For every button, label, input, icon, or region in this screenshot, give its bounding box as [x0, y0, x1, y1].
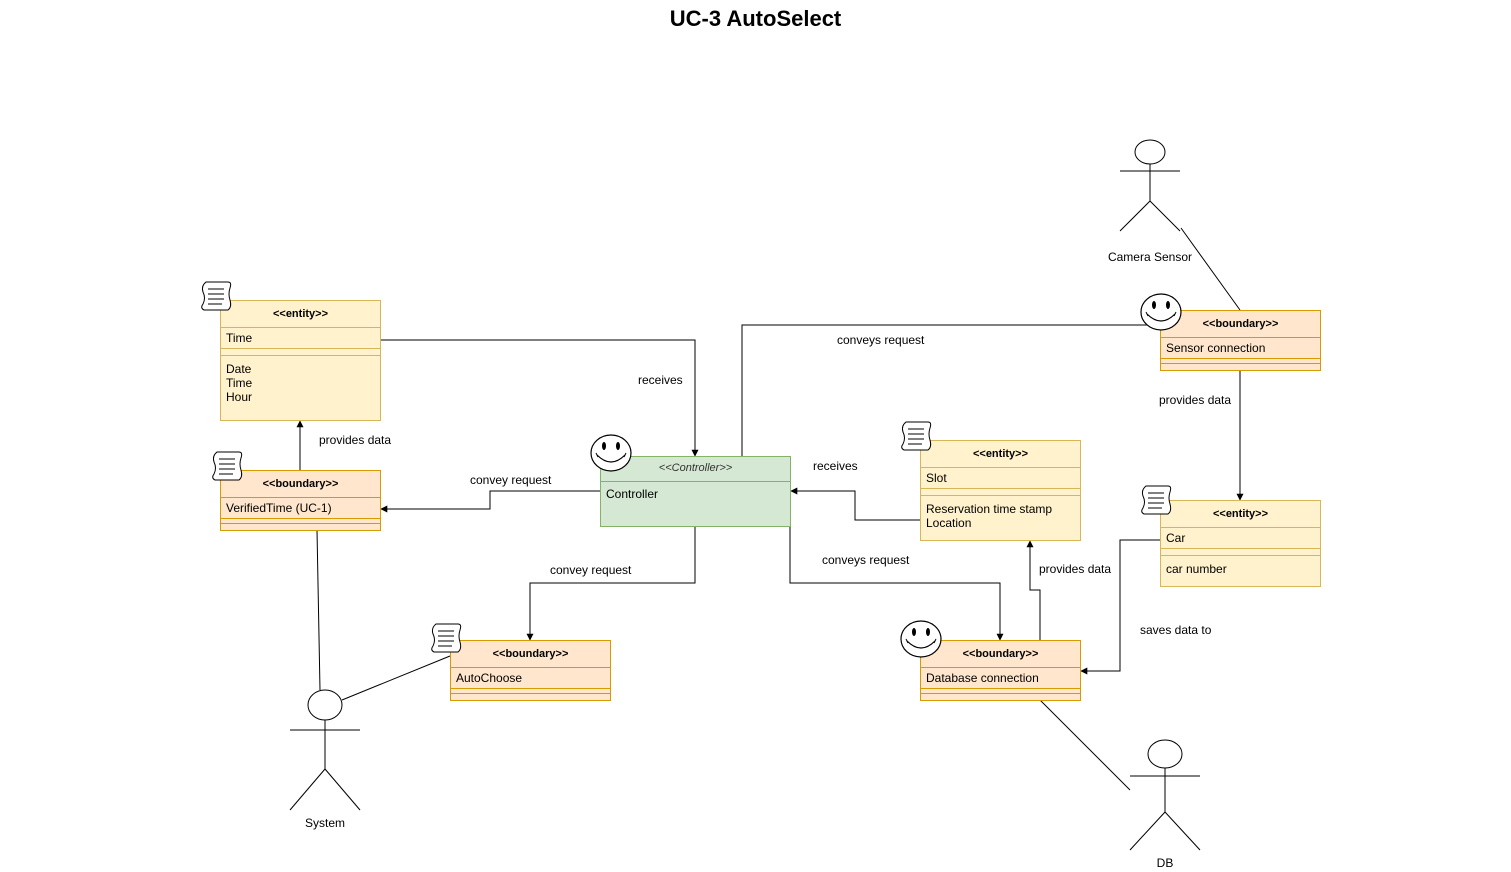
edge-sensor-to-controller [741, 324, 1160, 456]
edge-database-to-slot [1026, 540, 1041, 640]
edge-time-to-controller [380, 339, 699, 457]
operation-item: car number [1166, 562, 1227, 576]
diagram-title: UC-3 AutoSelect [669, 6, 842, 31]
class-controller-stereotype: <<Controller>> [601, 457, 790, 482]
scroll-icon [431, 623, 462, 653]
class-time-operations: Date Time Hour [221, 356, 380, 404]
edge-controller-to-verified [380, 490, 600, 513]
class-controller[interactable]: <<Controller>> Controller [600, 456, 791, 527]
actor-system-label: System [304, 816, 345, 830]
edge-controller-to-database [789, 526, 1004, 641]
label-convey-verified: convey request [470, 473, 552, 487]
label-db-provides: provides data [1039, 562, 1112, 576]
edge-camera-to-sensor [1180, 227, 1241, 311]
class-sensor-connection[interactable]: <<boundary>> Sensor connection [1160, 310, 1321, 371]
class-auto-choose[interactable]: <<boundary>> AutoChoose [450, 640, 611, 701]
edge-db-to-database [1039, 699, 1131, 791]
class-car-operations: car number [1161, 556, 1320, 576]
class-sensor-stereotype: <<boundary>> [1161, 311, 1320, 338]
edge-controller-to-autochoose [526, 526, 696, 641]
class-verified-time-stereotype: <<boundary>> [221, 471, 380, 498]
class-database-stereotype: <<boundary>> [921, 641, 1080, 668]
class-time-attribute: Time [221, 328, 380, 349]
operation-item: Date [226, 362, 252, 376]
class-slot[interactable]: <<entity>> Slot Reservation time stamp L… [920, 440, 1081, 541]
scroll-icon [1141, 485, 1172, 515]
label-time-receives: receives [638, 373, 683, 387]
edge-slot-to-controller [790, 487, 920, 521]
class-database-attribute: Database connection [921, 668, 1080, 689]
scroll-icon [901, 421, 932, 451]
label-slot-receives: receives [813, 459, 858, 473]
class-divider [221, 349, 380, 356]
smiley-icon [1140, 293, 1182, 331]
class-controller-attribute: Controller [606, 487, 659, 501]
actor-db-icon [1129, 739, 1201, 851]
scroll-icon [212, 451, 243, 481]
label-conveys-db: conveys request [822, 553, 910, 567]
edge-system-to-autochoose [341, 655, 451, 701]
operation-item: Hour [226, 390, 253, 404]
class-car-attribute: Car [1161, 528, 1320, 549]
label-sensor-provides: provides data [1159, 393, 1232, 407]
scroll-icon [201, 281, 232, 311]
actor-db-label: DB [1156, 856, 1174, 870]
class-divider [921, 689, 1080, 694]
smiley-icon [590, 434, 632, 472]
label-car-saves: saves data to [1140, 623, 1212, 637]
label-sensor-conveys: conveys request [837, 333, 925, 347]
class-car-stereotype: <<entity>> [1161, 501, 1320, 528]
class-auto-choose-attribute: AutoChoose [451, 668, 610, 689]
class-auto-choose-stereotype: <<boundary>> [451, 641, 610, 668]
class-time-stereotype: <<entity>> [221, 301, 380, 328]
actor-system-icon [289, 689, 361, 811]
class-slot-operations: Reservation time stamp Location [921, 496, 1080, 530]
class-divider [1161, 549, 1320, 556]
class-divider [1161, 359, 1320, 364]
operation-item: Location [926, 516, 972, 530]
class-verified-time-attribute: VerifiedTime (UC-1) [221, 498, 380, 519]
class-sensor-attribute: Sensor connection [1161, 338, 1320, 359]
operation-item: Reservation time stamp [926, 502, 1053, 516]
smiley-icon [900, 620, 942, 658]
edge-system-to-verified [316, 529, 321, 691]
class-divider [221, 519, 380, 524]
class-divider [451, 689, 610, 694]
class-verified-time[interactable]: <<boundary>> VerifiedTime (UC-1) [220, 470, 381, 531]
class-divider [921, 489, 1080, 496]
class-database-connection[interactable]: <<boundary>> Database connection [920, 640, 1081, 701]
class-car[interactable]: <<entity>> Car car number [1160, 500, 1321, 587]
actor-camera-sensor-label: Camera Sensor [1107, 250, 1193, 264]
operation-item: Time [226, 376, 253, 390]
class-time[interactable]: <<entity>> Time Date Time Hour [220, 300, 381, 421]
edge-car-to-database [1080, 539, 1160, 675]
actor-camera-sensor-icon [1119, 139, 1181, 232]
label-verified-provides: provides data [319, 433, 392, 447]
label-convey-auto: convey request [550, 563, 632, 577]
class-slot-attribute: Slot [921, 468, 1080, 489]
class-slot-stereotype: <<entity>> [921, 441, 1080, 468]
